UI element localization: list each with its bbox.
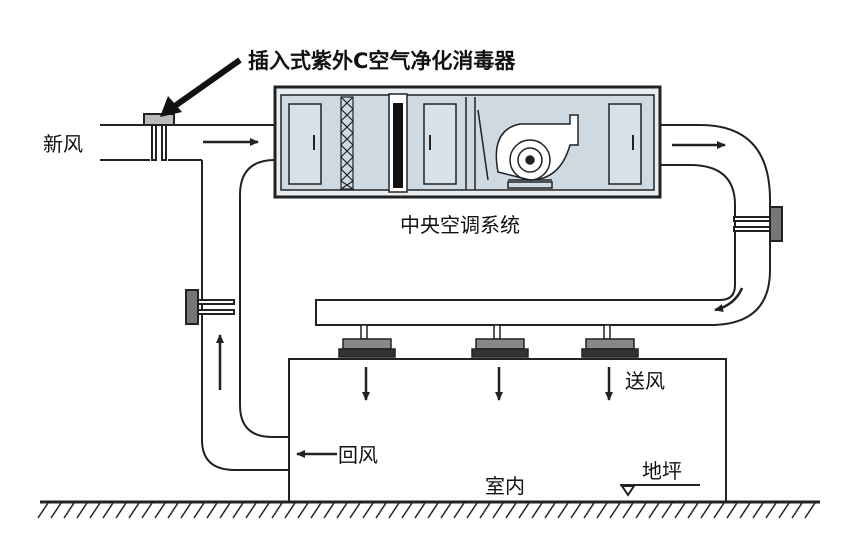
- coil-section: [388, 93, 408, 193]
- ground-hatch-mark: [583, 502, 595, 519]
- ground-hatch-mark: [466, 502, 478, 519]
- ground-hatch-mark: [37, 502, 49, 519]
- fresh-air-label: 新风: [43, 132, 83, 156]
- ground-hatch-mark: [141, 502, 153, 519]
- ground-hatch-mark: [180, 502, 192, 519]
- supply-air-duct: [315, 124, 771, 326]
- ground-hatch-mark: [778, 502, 790, 519]
- ground-hatch-mark: [544, 502, 556, 519]
- supply-air-label: 送风: [625, 369, 665, 393]
- ground-hatch-mark: [63, 502, 75, 519]
- ground-hatch-mark: [115, 502, 127, 519]
- return-air-label: 回风: [338, 443, 378, 467]
- uv-purifier-supply: [733, 206, 783, 242]
- ground-hatch-mark: [414, 502, 426, 519]
- floor-label: 地坪: [642, 459, 682, 483]
- ground-hatch-mark: [297, 502, 309, 519]
- diffuser-1: [338, 324, 396, 358]
- floor-symbol: [620, 484, 700, 497]
- fan-icon: [495, 114, 579, 189]
- uv-purifier-return: [185, 289, 235, 325]
- indoor-label: 室内: [485, 474, 525, 498]
- ground-hatch-mark: [401, 502, 413, 519]
- ground-hatch-mark: [752, 502, 764, 519]
- ground-hatch-mark: [284, 502, 296, 519]
- ground-hatch-mark: [76, 502, 88, 519]
- ground-hatch-mark: [674, 502, 686, 519]
- ground-hatch-mark: [453, 502, 465, 519]
- ground-hatch-mark: [440, 502, 452, 519]
- ground-hatch-mark: [531, 502, 543, 519]
- room: [288, 358, 727, 503]
- diffuser-2: [471, 324, 529, 358]
- ground-hatch-mark: [622, 502, 634, 519]
- return-air-duct: [201, 159, 289, 471]
- ground-hatch-mark: [245, 502, 257, 519]
- ground-hatch-mark: [323, 502, 335, 519]
- ground-hatch-mark: [89, 502, 101, 519]
- ahu-panel-3: [608, 103, 642, 185]
- ground-hatch-mark: [167, 502, 179, 519]
- ground-hatch-mark: [128, 502, 140, 519]
- ground-hatch-mark: [648, 502, 660, 519]
- uv-purifier-fresh: [143, 113, 175, 161]
- ground-hatch-mark: [739, 502, 751, 519]
- ground-hatch-mark: [50, 502, 62, 519]
- diffuser-3: [581, 324, 639, 358]
- ground-hatch-mark: [609, 502, 621, 519]
- ground-hatch-mark: [375, 502, 387, 519]
- ground-hatch-mark: [193, 502, 205, 519]
- ground-hatch-mark: [492, 502, 504, 519]
- ground-hatch-mark: [219, 502, 231, 519]
- ground-hatch-mark: [388, 502, 400, 519]
- ground-hatch-mark: [700, 502, 712, 519]
- ground-hatch-mark: [557, 502, 569, 519]
- ground-hatch-mark: [635, 502, 647, 519]
- ahu-panel-2: [423, 103, 457, 185]
- ground-hatch-mark: [271, 502, 283, 519]
- ground-hatch-mark: [154, 502, 166, 519]
- ground-hatch-mark: [206, 502, 218, 519]
- ground-hatch-mark: [518, 502, 530, 519]
- filter-section: [340, 96, 354, 190]
- purifier-label: 插入式紫外C空气净化消毒器: [248, 49, 516, 73]
- ground-hatch-mark: [336, 502, 348, 519]
- ground-hatch-mark: [479, 502, 491, 519]
- loop-arrow: [714, 287, 744, 312]
- ground-hatch-mark: [596, 502, 608, 519]
- ground-hatch-mark: [349, 502, 361, 519]
- ground-hatch-mark: [310, 502, 322, 519]
- ground-hatch-mark: [232, 502, 244, 519]
- ground-hatch-mark: [661, 502, 673, 519]
- ahu-unit: [273, 85, 662, 199]
- ground-hatch-mark: [570, 502, 582, 519]
- ground-hatch-mark: [804, 502, 816, 519]
- ground-hatch-mark: [791, 502, 803, 519]
- ground-hatch-mark: [362, 502, 374, 519]
- ground-hatch-mark: [726, 502, 738, 519]
- ground-hatch-mark: [427, 502, 439, 519]
- ground-hatch-mark: [258, 502, 270, 519]
- ground-hatch-mark: [713, 502, 725, 519]
- central-ac-label: 中央空调系统: [400, 213, 520, 237]
- ground-hatch-mark: [102, 502, 114, 519]
- ground-hatch-mark: [765, 502, 777, 519]
- ahu-panel-1: [288, 103, 322, 185]
- purifier-pointer: [160, 57, 242, 117]
- ground: [37, 500, 820, 519]
- ground-hatch-mark: [687, 502, 699, 519]
- ground-hatch-mark: [505, 502, 517, 519]
